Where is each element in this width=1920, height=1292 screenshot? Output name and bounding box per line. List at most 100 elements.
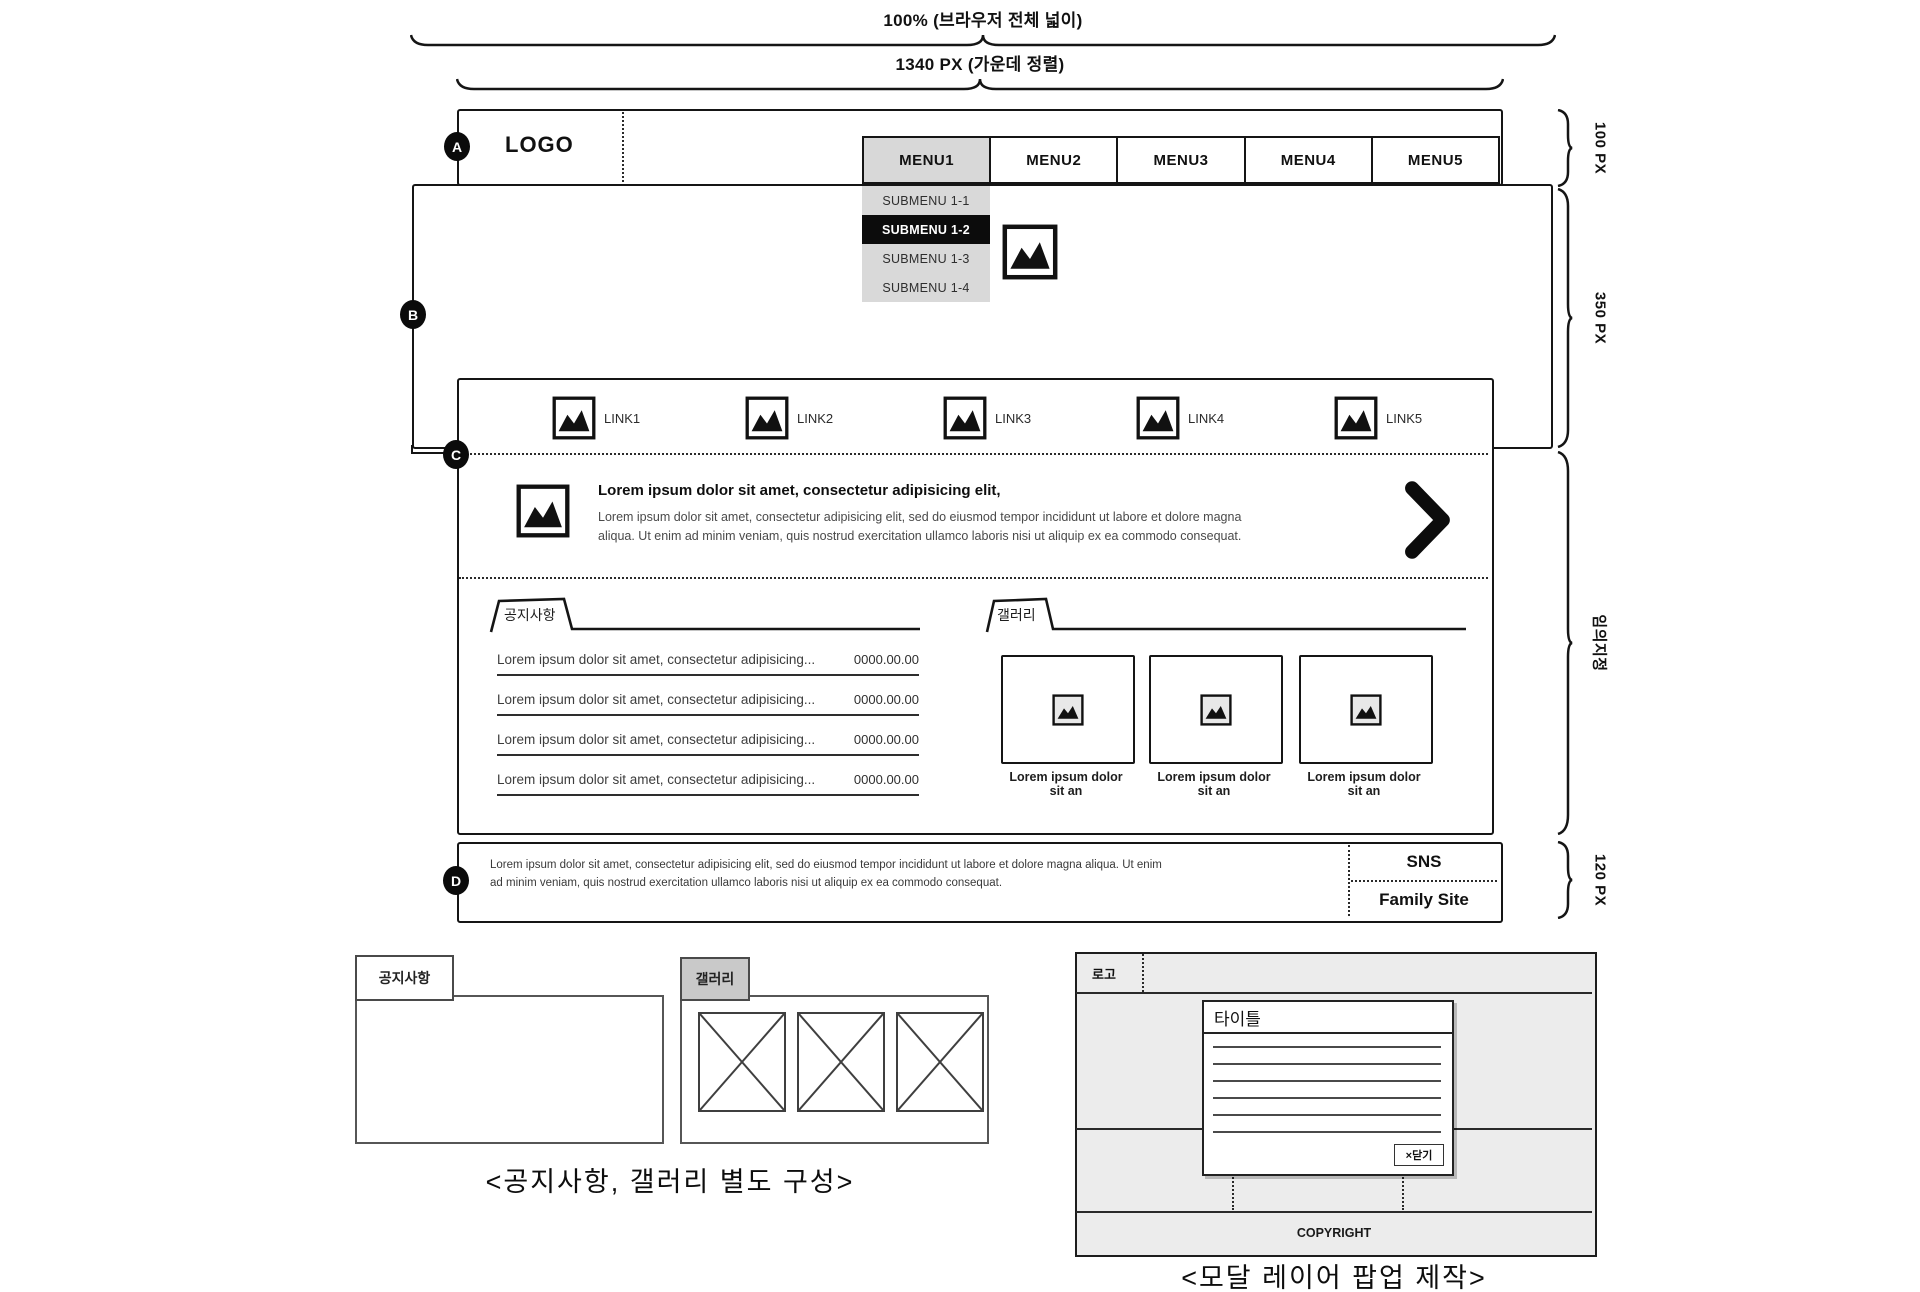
menu-item-5[interactable]: MENU5 <box>1370 136 1501 184</box>
notice-row[interactable]: Lorem ipsum dolor sit amet, consectetur … <box>497 692 919 716</box>
logo[interactable]: LOGO <box>505 132 574 157</box>
mock-footer-line <box>1076 1211 1592 1213</box>
browser-width-brace <box>410 32 1556 48</box>
mock-image-placeholder <box>698 1012 786 1112</box>
modal-title: 타이틀 <box>1204 1002 1452 1034</box>
content-separator-2 <box>459 577 1488 579</box>
image-icon <box>552 396 596 440</box>
content-separator-1 <box>459 453 1488 455</box>
notice-tab-label[interactable]: 공지사항 <box>504 607 556 623</box>
gallery-tab-shape[interactable] <box>984 596 1470 634</box>
menu-item-4[interactable]: MENU4 <box>1243 136 1373 184</box>
gallery-card[interactable] <box>1001 655 1135 764</box>
header-divider <box>622 112 624 182</box>
browser-width-label: 100% (브라우저 전체 넓이) <box>883 11 1083 30</box>
mock-header-line <box>1076 992 1592 994</box>
banner-height-label: 350 PX <box>1591 291 1609 345</box>
submenu-item-3[interactable]: SUBMENU 1-3 <box>862 244 990 273</box>
notice-row-date: 0000.00.00 <box>853 652 919 667</box>
quicklink-2[interactable]: LINK2 <box>745 396 833 440</box>
sns-link[interactable]: SNS <box>1406 852 1442 871</box>
modal-close-button[interactable]: ×닫기 <box>1394 1144 1444 1166</box>
container-width-brace <box>456 76 1504 92</box>
gallery-card[interactable] <box>1299 655 1433 764</box>
mock-copyright: COPYRIGHT <box>1296 1226 1372 1240</box>
notice-row[interactable]: Lorem ipsum dolor sit amet, consectetur … <box>497 652 919 676</box>
mock-image-placeholder <box>896 1012 984 1112</box>
modal-dialog: 타이틀 ×닫기 <box>1202 1000 1454 1176</box>
notice-row-date: 0000.00.00 <box>853 692 919 707</box>
quicklink-label: LINK3 <box>995 410 1032 426</box>
mock-notice-tab: 공지사항 <box>355 955 454 1001</box>
notice-row-text: Lorem ipsum dolor sit amet, consectetur … <box>497 732 816 747</box>
notice-row[interactable]: Lorem ipsum dolor sit amet, consectetur … <box>497 772 919 796</box>
image-icon <box>1052 693 1084 726</box>
submenu-item-4[interactable]: SUBMENU 1-4 <box>862 273 990 302</box>
notice-row-date: 0000.00.00 <box>853 772 919 787</box>
gallery-tab-label[interactable]: 갤러리 <box>997 607 1036 623</box>
feature-image-icon <box>516 484 570 538</box>
footer-height-brace <box>1556 841 1574 919</box>
notice-row-text: Lorem ipsum dolor sit amet, consectetur … <box>497 692 816 707</box>
quicklink-label: LINK2 <box>797 410 834 426</box>
modal-text-line <box>1213 1063 1441 1065</box>
image-icon <box>1334 396 1378 440</box>
gallery-card[interactable] <box>1149 655 1283 764</box>
mock-gallery-tab: 갤러리 <box>680 957 750 1001</box>
quicklink-label: LINK4 <box>1188 410 1225 426</box>
image-icon <box>1350 693 1382 726</box>
header-height-brace <box>1556 109 1574 187</box>
content-height-label: 임의지정 <box>1590 614 1608 672</box>
footer-text: Lorem ipsum dolor sit amet, consectetur … <box>490 859 1162 890</box>
modal-text-line <box>1213 1097 1441 1099</box>
image-icon <box>1200 693 1232 726</box>
quicklink-label: LINK1 <box>604 410 641 426</box>
modal-mockup-caption: <모달 레이어 팝업 제작> <box>1181 1263 1487 1292</box>
marker-b-badge: B <box>400 300 426 329</box>
main-menu: MENU1 MENU2 MENU3 MENU4 MENU5 <box>862 136 1501 184</box>
footer-height-label: 120 PX <box>1591 853 1609 907</box>
submenu-dropdown: SUBMENU 1-1 SUBMENU 1-2 SUBMENU 1-3 SUBM… <box>862 186 990 302</box>
content-height-brace <box>1556 451 1574 835</box>
quicklink-1[interactable]: LINK1 <box>552 396 640 440</box>
quicklink-4[interactable]: LINK4 <box>1136 396 1224 440</box>
mock-header-divider <box>1142 954 1144 992</box>
submenu-item-2-active[interactable]: SUBMENU 1-2 <box>862 215 990 244</box>
next-arrow-icon[interactable] <box>1398 478 1456 562</box>
container-width-label: 1340 PX (가운데 정렬) <box>895 55 1065 74</box>
quicklink-label: LINK5 <box>1386 410 1423 426</box>
menu-item-3[interactable]: MENU3 <box>1116 136 1246 184</box>
quicklink-3[interactable]: LINK3 <box>943 396 1031 440</box>
feature-body: Lorem ipsum dolor sit amet, consectetur … <box>598 510 1242 544</box>
image-icon <box>1136 396 1180 440</box>
menu-item-2[interactable]: MENU2 <box>989 136 1119 184</box>
modal-text-line <box>1213 1046 1441 1048</box>
modal-text-line <box>1213 1131 1441 1133</box>
mock-image-placeholder <box>797 1012 885 1112</box>
connector-line-h <box>411 452 447 454</box>
gallery-card-caption: Lorem ipsum dolor sit an <box>1157 770 1271 798</box>
gallery-card-caption: Lorem ipsum dolor sit an <box>1307 770 1421 798</box>
submenu-image-icon <box>1002 224 1058 280</box>
family-site-link[interactable]: Family Site <box>1379 889 1469 909</box>
connector-line-v <box>411 445 413 454</box>
notice-row-date: 0000.00.00 <box>853 732 919 747</box>
footer-box <box>457 842 1503 923</box>
notice-tab-shape[interactable] <box>488 596 924 634</box>
modal-text-line <box>1213 1080 1441 1082</box>
modal-text-line <box>1213 1114 1441 1116</box>
submenu-item-1[interactable]: SUBMENU 1-1 <box>862 186 990 215</box>
gallery-card-caption: Lorem ipsum dolor sit an <box>1009 770 1123 798</box>
banner-height-brace <box>1556 188 1574 448</box>
quicklink-5[interactable]: LINK5 <box>1334 396 1422 440</box>
notice-row-text: Lorem ipsum dolor sit amet, consectetur … <box>497 652 816 667</box>
footer-divider-h <box>1351 880 1497 882</box>
mock-notice-box <box>355 995 664 1144</box>
notice-row[interactable]: Lorem ipsum dolor sit amet, consectetur … <box>497 732 919 756</box>
footer-divider-v <box>1348 845 1350 916</box>
marker-a-badge: A <box>444 132 470 161</box>
notice-row-text: Lorem ipsum dolor sit amet, consectetur … <box>497 772 816 787</box>
boards-mockup-caption: <공지사항, 갤러리 별도 구성> <box>485 1167 855 1197</box>
menu-item-1[interactable]: MENU1 <box>862 136 992 184</box>
